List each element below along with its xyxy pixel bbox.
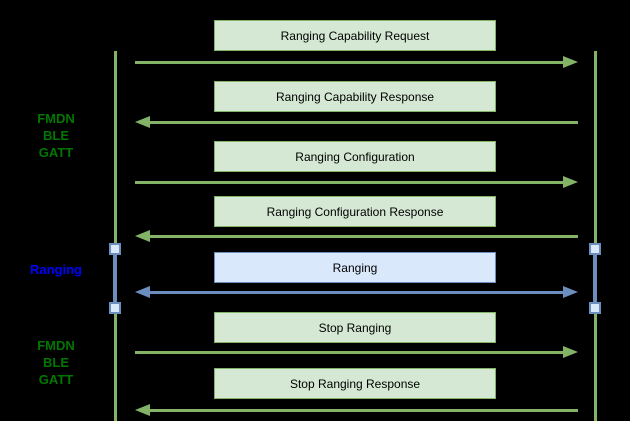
phase-line: GATT <box>38 145 74 160</box>
right-lifeline <box>594 51 597 421</box>
arrowhead-left-icon <box>135 230 150 242</box>
phase-line: BLE <box>43 355 69 370</box>
arrowhead-left-icon <box>135 286 150 298</box>
message-box: Ranging Configuration <box>214 141 496 172</box>
arrow-line <box>146 408 578 412</box>
message-arrow-left <box>135 404 578 416</box>
arrowhead-right-icon <box>563 346 578 358</box>
arrow-line <box>135 350 567 354</box>
left-lifeline <box>114 51 117 421</box>
arrowhead-left-icon <box>135 404 150 416</box>
message-box: Ranging Configuration Response <box>214 196 496 227</box>
phase-label-fmdn-ble-gatt-bottom: FMDN BLE GATT <box>0 337 112 388</box>
right-ranging-activation <box>593 248 597 310</box>
message-arrow-right <box>135 176 578 188</box>
left-ranging-activation <box>113 248 117 310</box>
arrow-line <box>146 234 578 238</box>
phase-line: GATT <box>38 372 74 387</box>
phase-label-fmdn-ble-gatt-top: FMDN BLE GATT <box>0 110 112 161</box>
arrow-line <box>146 120 578 124</box>
activation-endpoint-square <box>589 302 601 314</box>
message-arrow-left <box>135 116 578 128</box>
arrow-line <box>135 60 567 64</box>
activation-endpoint-square <box>109 243 121 255</box>
message-arrow-left <box>135 230 578 242</box>
phase-line: FMDN <box>37 338 75 353</box>
arrow-line <box>146 290 567 294</box>
arrowhead-right-icon <box>563 176 578 188</box>
phase-line: Ranging <box>30 262 82 277</box>
message-box: Ranging <box>214 252 496 283</box>
message-arrow-right <box>135 346 578 358</box>
message-box: Stop Ranging <box>214 312 496 343</box>
arrowhead-right-icon <box>563 56 578 68</box>
arrow-line <box>135 180 567 184</box>
message-box: Ranging Capability Request <box>214 20 496 51</box>
message-box: Ranging Capability Response <box>214 81 496 112</box>
activation-endpoint-square <box>109 302 121 314</box>
message-arrow-right <box>135 56 578 68</box>
arrowhead-right-icon <box>563 286 578 298</box>
phase-line: BLE <box>43 128 69 143</box>
message-arrow-bidirectional <box>135 286 578 298</box>
activation-endpoint-square <box>589 243 601 255</box>
phase-line: FMDN <box>37 111 75 126</box>
arrowhead-left-icon <box>135 116 150 128</box>
phase-label-ranging: Ranging <box>0 261 112 278</box>
message-box: Stop Ranging Response <box>214 368 496 399</box>
